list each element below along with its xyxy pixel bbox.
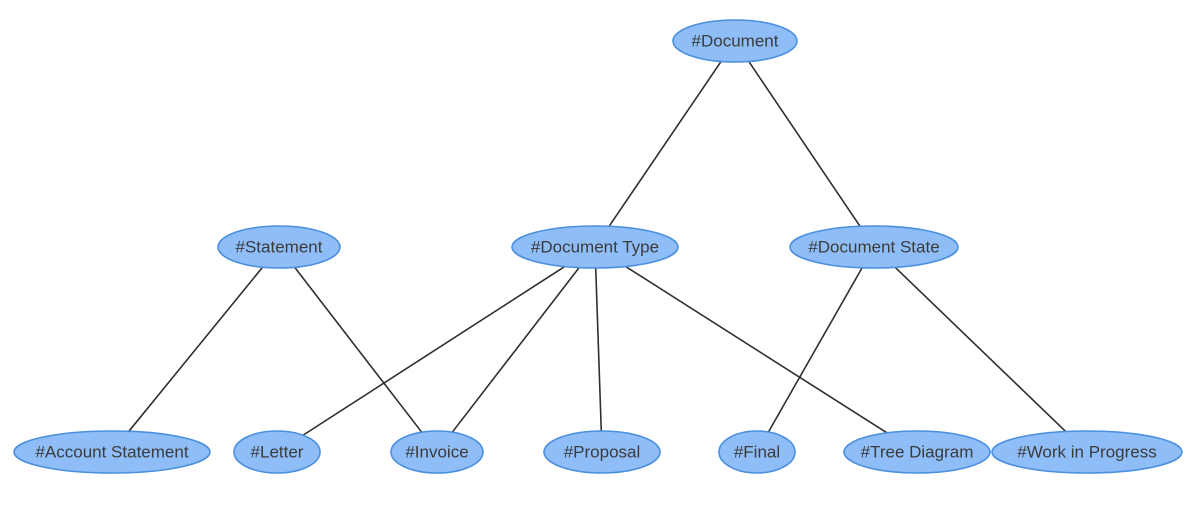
node-shape-document-state[interactable] xyxy=(789,225,959,269)
graph-edge-document-state--final xyxy=(767,266,863,433)
graph-node-tree-diagram[interactable]: #Tree Diagram xyxy=(843,430,991,474)
graph-edge-statement--invoice xyxy=(293,266,423,433)
node-shape-proposal[interactable] xyxy=(543,430,661,474)
node-shape-invoice[interactable] xyxy=(390,430,484,474)
graph-node-proposal[interactable]: #Proposal xyxy=(543,430,661,474)
graph-edge-document--document-state xyxy=(748,60,861,228)
graph-edge-document-type--invoice xyxy=(451,266,580,433)
node-shape-work-in-progress[interactable] xyxy=(991,430,1183,474)
graph-edge-document-state--work-in-progress xyxy=(894,266,1067,433)
node-shape-tree-diagram[interactable] xyxy=(843,430,991,474)
node-shape-statement[interactable] xyxy=(217,225,341,269)
graph-node-document[interactable]: #Document xyxy=(672,19,798,63)
node-shape-final[interactable] xyxy=(718,430,796,474)
graph-edge-statement--account-statement xyxy=(128,266,264,433)
node-shape-account-statement[interactable] xyxy=(13,430,211,474)
graph-node-final[interactable]: #Final xyxy=(718,430,796,474)
graph-edge-document-type--proposal xyxy=(594,267,603,432)
node-shape-document-type[interactable] xyxy=(511,225,679,269)
node-shape-document[interactable] xyxy=(672,19,798,63)
node-shape-letter[interactable] xyxy=(233,430,321,474)
graph-node-document-state[interactable]: #Document State xyxy=(789,225,959,269)
graph-node-work-in-progress[interactable]: #Work in Progress xyxy=(991,430,1183,474)
graph-edge-document-type--letter xyxy=(302,265,566,437)
graph-node-document-type[interactable]: #Document Type xyxy=(511,225,679,269)
graph-node-statement[interactable]: #Statement xyxy=(217,225,341,269)
graph-edge-document--document-type xyxy=(608,60,722,228)
graph-node-invoice[interactable]: #Invoice xyxy=(390,430,484,474)
graph-node-account-statement[interactable]: #Account Statement xyxy=(13,430,211,474)
graph-node-letter[interactable]: #Letter xyxy=(233,430,321,474)
edge-layer xyxy=(128,60,1067,437)
node-layer: #Document #Statement #Document Type #Docume… xyxy=(13,19,1183,474)
graph-edge-document-type--tree-diagram xyxy=(624,265,888,434)
